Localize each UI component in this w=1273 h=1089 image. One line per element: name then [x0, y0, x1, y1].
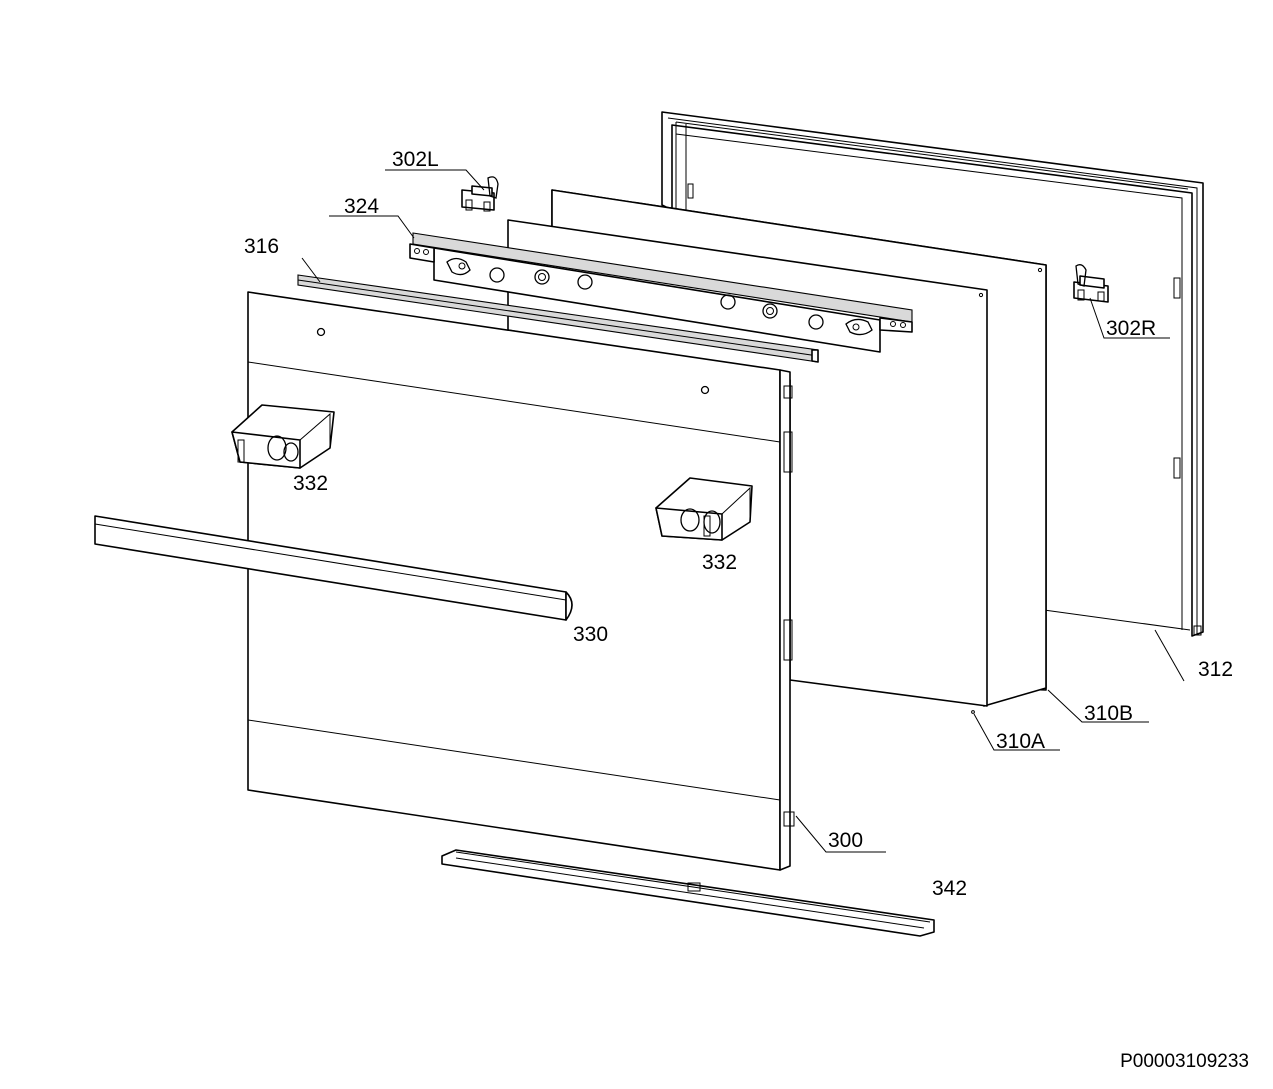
part-324-hinge-bracket — [409, 232, 913, 353]
label-302R: 302R — [1106, 317, 1156, 340]
part-302R-hinge — [1073, 264, 1109, 303]
part-330-handle-bar — [94, 515, 573, 621]
label-300: 300 — [828, 829, 863, 852]
part-316-seal-strip — [297, 274, 819, 363]
label-324: 324 — [344, 195, 379, 218]
part-342-bottom-profile — [441, 849, 935, 937]
part-labels: 302L 324 316 302R 332 332 330 312 310B 3… — [244, 148, 1233, 900]
part-332-handle-bracket-right — [655, 477, 753, 541]
label-302L: 302L — [392, 148, 439, 171]
part-332-handle-bracket-left — [231, 404, 335, 469]
label-316: 316 — [244, 235, 279, 258]
label-332-right: 332 — [702, 551, 737, 574]
part-300-front-panel — [247, 291, 795, 871]
label-330: 330 — [573, 623, 608, 646]
label-310A: 310A — [996, 730, 1045, 753]
leader-lines — [301, 169, 1185, 853]
label-342: 342 — [932, 877, 967, 900]
label-310B: 310B — [1084, 702, 1133, 725]
part-302L-hinge — [461, 176, 499, 212]
label-332-left: 332 — [293, 472, 328, 495]
label-312: 312 — [1198, 658, 1233, 681]
document-code: P00003109233 — [1120, 1051, 1249, 1072]
